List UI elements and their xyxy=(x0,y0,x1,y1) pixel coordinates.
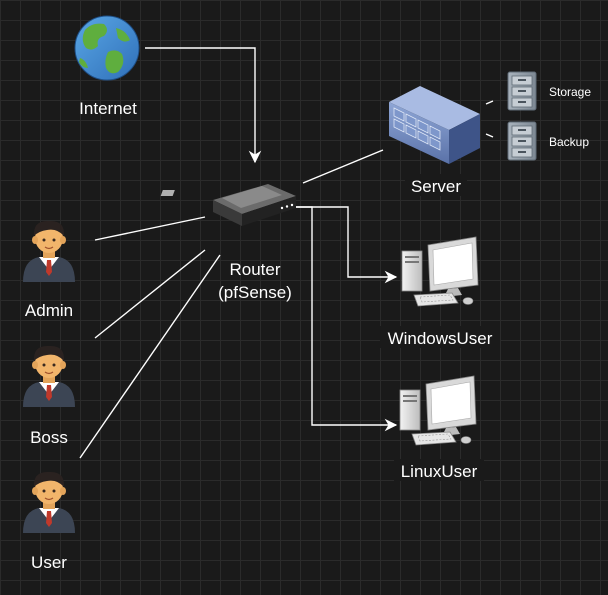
router-label: Router xyxy=(229,260,280,279)
server-label: Server xyxy=(411,177,461,196)
boss-node[interactable]: Boss xyxy=(22,345,76,447)
edge-server-storage xyxy=(485,100,494,105)
backup-node[interactable]: Backup xyxy=(507,121,589,161)
file-cabinet-icon xyxy=(507,71,537,111)
edge-admin-router xyxy=(94,216,206,241)
internet-node[interactable]: Internet xyxy=(74,15,140,118)
boss-label: Boss xyxy=(30,428,68,447)
edge-router-windowsuser xyxy=(296,206,398,284)
edge-user-router xyxy=(79,254,221,459)
internet-label: Internet xyxy=(79,99,137,118)
desktop-computer-icon xyxy=(401,236,479,307)
desktop-computer-icon xyxy=(399,375,477,446)
globe-icon xyxy=(74,15,140,81)
linuxuser-label: LinuxUser xyxy=(401,462,478,481)
server-rack-icon xyxy=(389,86,480,164)
admin-node[interactable]: Admin xyxy=(22,220,76,320)
linuxuser-node[interactable]: LinuxUser xyxy=(394,375,484,481)
router-icon xyxy=(160,184,296,226)
user-node[interactable]: User xyxy=(22,471,76,572)
storage-label: Storage xyxy=(549,85,591,99)
router-node[interactable]: Router (pfSense) xyxy=(160,184,296,302)
person-icon xyxy=(22,220,76,283)
edge-internet-router xyxy=(145,47,262,164)
storage-node[interactable]: Storage xyxy=(507,71,591,111)
edge-server-backup xyxy=(485,133,494,138)
admin-label: Admin xyxy=(25,301,73,320)
person-icon xyxy=(22,471,76,534)
edge-router-server xyxy=(302,149,384,184)
edge-router-linuxuser xyxy=(296,206,398,432)
user-label: User xyxy=(31,553,67,572)
backup-label: Backup xyxy=(549,135,589,149)
windowsuser-node[interactable]: WindowsUser xyxy=(380,236,500,348)
server-node[interactable]: Server xyxy=(389,86,480,196)
windowsuser-label: WindowsUser xyxy=(388,329,493,348)
edge-boss-router xyxy=(94,249,206,339)
connections xyxy=(79,47,494,459)
router-sublabel: (pfSense) xyxy=(218,283,292,302)
file-cabinet-icon xyxy=(507,121,537,161)
person-icon xyxy=(22,345,76,408)
